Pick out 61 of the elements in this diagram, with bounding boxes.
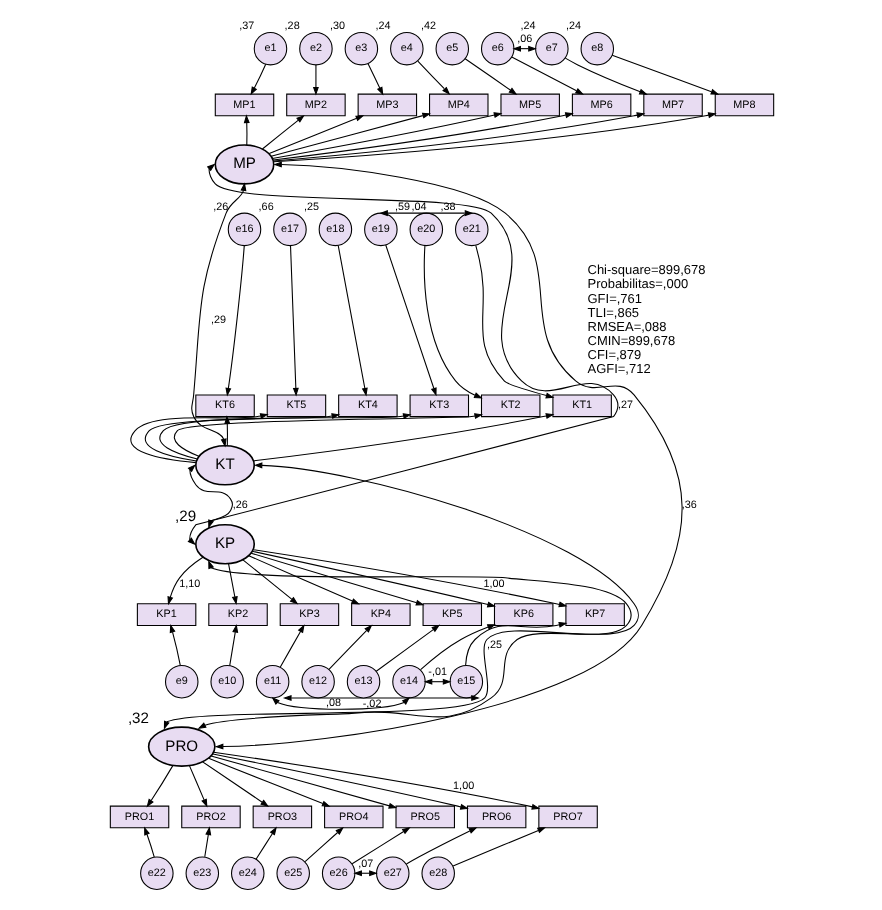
arrow [209, 755, 397, 809]
arrow [563, 57, 647, 95]
arrow [207, 757, 330, 807]
arrow [366, 63, 383, 96]
arrow [327, 624, 372, 670]
arrow [252, 549, 567, 608]
arrow [190, 182, 246, 448]
arrow [254, 826, 276, 860]
arrow [143, 826, 154, 858]
arrow [186, 464, 232, 529]
arrow [350, 827, 410, 865]
arrow [422, 678, 451, 685]
arrow [186, 163, 618, 546]
arrow [464, 621, 567, 666]
arrow [288, 245, 298, 397]
arrow [260, 114, 304, 150]
arrow [227, 563, 237, 606]
arrow [422, 245, 482, 399]
arrow [404, 827, 477, 865]
arrow [247, 555, 359, 605]
arrow [272, 112, 645, 162]
arrow [213, 161, 682, 750]
arrow [311, 64, 318, 96]
arrow [271, 112, 573, 161]
arrow [510, 56, 583, 95]
arrow [463, 58, 517, 95]
arrow [211, 753, 468, 810]
arrow [378, 210, 473, 217]
arrow [269, 112, 430, 157]
arrow [201, 761, 269, 807]
arrow [278, 624, 304, 668]
arrow [267, 115, 364, 154]
arrow [384, 244, 436, 397]
arrow [224, 245, 244, 397]
arrow [250, 550, 495, 608]
arrow [241, 559, 298, 605]
arrow [249, 552, 424, 606]
arrow [187, 765, 207, 808]
arrow [203, 826, 211, 858]
arrow [166, 556, 203, 606]
arrow [252, 413, 554, 462]
arrow [270, 696, 410, 710]
arrow [610, 54, 719, 95]
arrow [211, 751, 540, 810]
arrow [374, 624, 440, 672]
arrow [196, 462, 639, 729]
arrow [474, 244, 554, 399]
arrow [145, 765, 173, 808]
arrow [451, 827, 546, 867]
arrow [303, 826, 343, 863]
arrow [162, 560, 631, 730]
arrow [249, 63, 266, 96]
arrow [336, 245, 367, 397]
arrow [168, 623, 180, 666]
arrow [272, 112, 716, 163]
arrow [416, 60, 450, 96]
arrow [242, 114, 249, 146]
arrow [270, 112, 502, 160]
arrow [419, 624, 495, 671]
arrow [281, 694, 479, 701]
arrow [228, 623, 238, 667]
